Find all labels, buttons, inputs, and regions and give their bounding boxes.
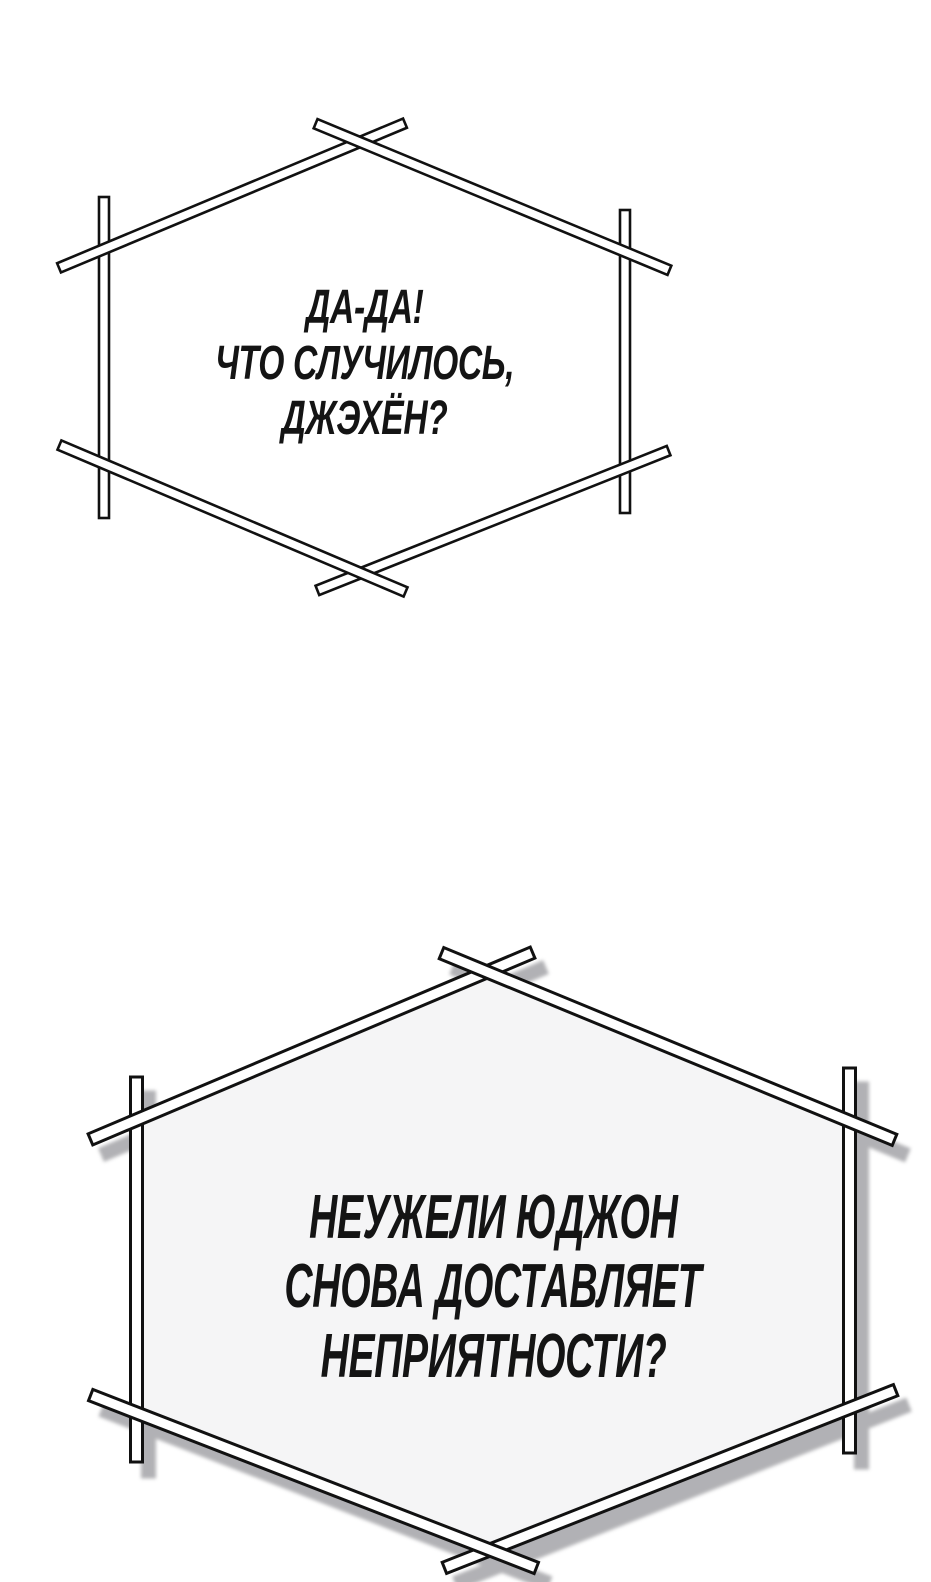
speech-line: НЕУЖЕЛИ ЮДЖОН xyxy=(308,1182,678,1252)
bubble-edge-bar xyxy=(313,444,673,597)
speech-line: ЧТО СЛУЧИЛОСЬ, xyxy=(214,336,515,390)
bubble-edge-bar xyxy=(437,945,899,1148)
bubble-top-edge-lower-right xyxy=(313,444,673,597)
bubble-bottom-edge-left xyxy=(129,1075,144,1464)
bubble-bottom-edge-lower-left xyxy=(86,1387,541,1576)
bubble-edge-bar xyxy=(97,195,111,520)
bubble-top-edge-left xyxy=(97,195,111,520)
speech-line: НЕПРИЯТНОСТИ? xyxy=(320,1321,666,1391)
bubble-bottom-edge-lower-right xyxy=(440,1382,900,1576)
bubble-bottom-edge-right xyxy=(842,1066,857,1455)
bubble-edge-bar xyxy=(618,208,632,515)
bubble-bottom-edge-upper-left xyxy=(86,945,537,1147)
bubble-bottom-edge-upper-right xyxy=(437,945,899,1148)
bubble-bottom-interior xyxy=(136,972,850,1550)
speech-line: СНОВА ДОСТАВЛЯЕТ xyxy=(284,1252,702,1322)
speech-line: ДЖЭХЁН? xyxy=(281,392,448,446)
bubble-top-interior xyxy=(104,142,625,573)
bubble-edge-bar xyxy=(86,945,537,1147)
bubble-edge-bar xyxy=(440,1382,900,1576)
bubble-edge-bar xyxy=(311,117,674,277)
bubble-shadow-bar xyxy=(452,1397,912,1582)
bubble-edge-bar xyxy=(842,1066,857,1455)
speech-text-top: ДА-ДА! ЧТО СЛУЧИЛОСЬ, ДЖЭХЁН? xyxy=(104,142,625,573)
bubble-top-edge-upper-left xyxy=(55,116,409,275)
bubble-edge-bar xyxy=(86,1387,541,1576)
bubble-edge-bar xyxy=(55,116,409,275)
bubble-edge-bar xyxy=(129,1075,144,1464)
speech-line: ДА-ДА! xyxy=(305,280,424,334)
bubble-top-edge-upper-right xyxy=(311,117,674,277)
speech-bubble-bottom xyxy=(86,945,900,1576)
speech-bubble-top xyxy=(55,116,674,599)
bubble-top-edge-lower-left xyxy=(55,438,410,599)
speech-text-bottom: НЕУЖЕЛИ ЮДЖОН СНОВА ДОСТАВЛЯЕТ НЕПРИЯТНО… xyxy=(136,972,850,1550)
bubble-edge-bar xyxy=(55,438,410,599)
bubble-top-edge-right xyxy=(618,208,632,515)
